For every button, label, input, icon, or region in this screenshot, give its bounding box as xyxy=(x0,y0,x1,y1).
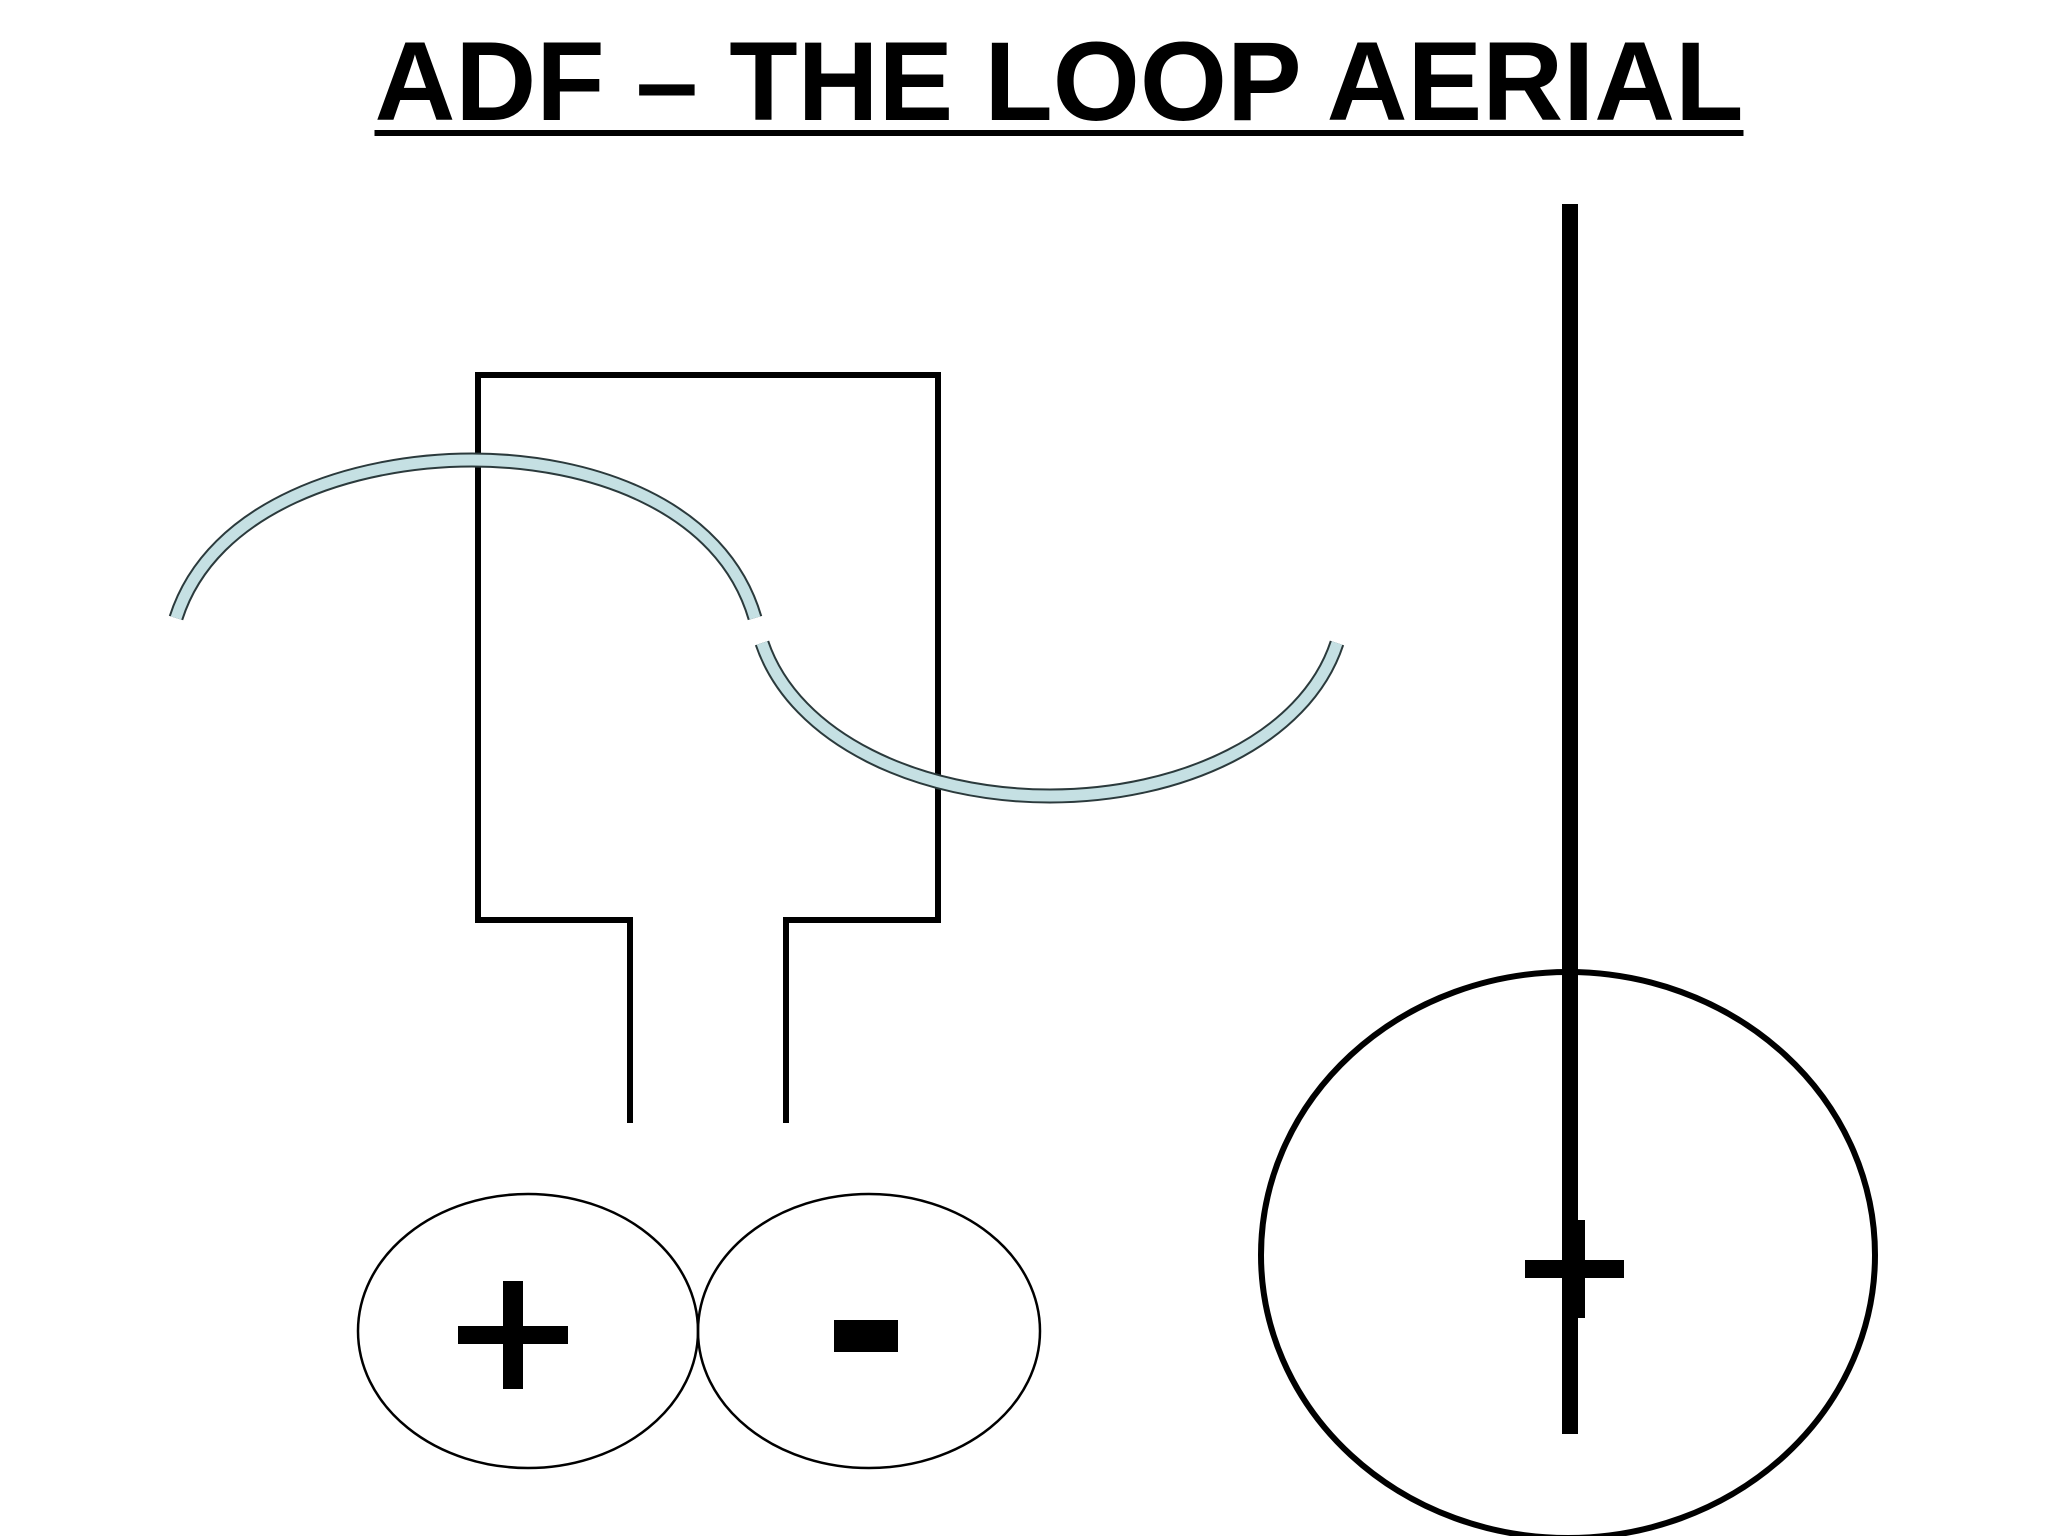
figure-eight-polar-diagram: + - xyxy=(356,1192,1042,1470)
radio-wave-lower-half-fill xyxy=(756,641,1343,802)
loop-aerial-frame xyxy=(475,372,941,1123)
radio-wave-upper-half-fill xyxy=(170,454,761,620)
plus-sign-icon xyxy=(458,1281,568,1389)
radio-wave xyxy=(168,452,1345,804)
sense-aerial-polar-circle xyxy=(1258,969,1878,1536)
negative-lobe xyxy=(696,1192,1042,1470)
minus-sign-icon xyxy=(834,1320,898,1352)
loop-aerial xyxy=(475,372,941,1123)
sense-aerial-plus-icon xyxy=(1525,1220,1624,1318)
slide-title: ADF – THE LOOP AERIAL xyxy=(374,19,1744,144)
sense-aerial-diagram xyxy=(1258,204,1878,1536)
radio-wave-upper-half xyxy=(168,452,763,621)
radio-wave-lower-half xyxy=(754,640,1345,804)
